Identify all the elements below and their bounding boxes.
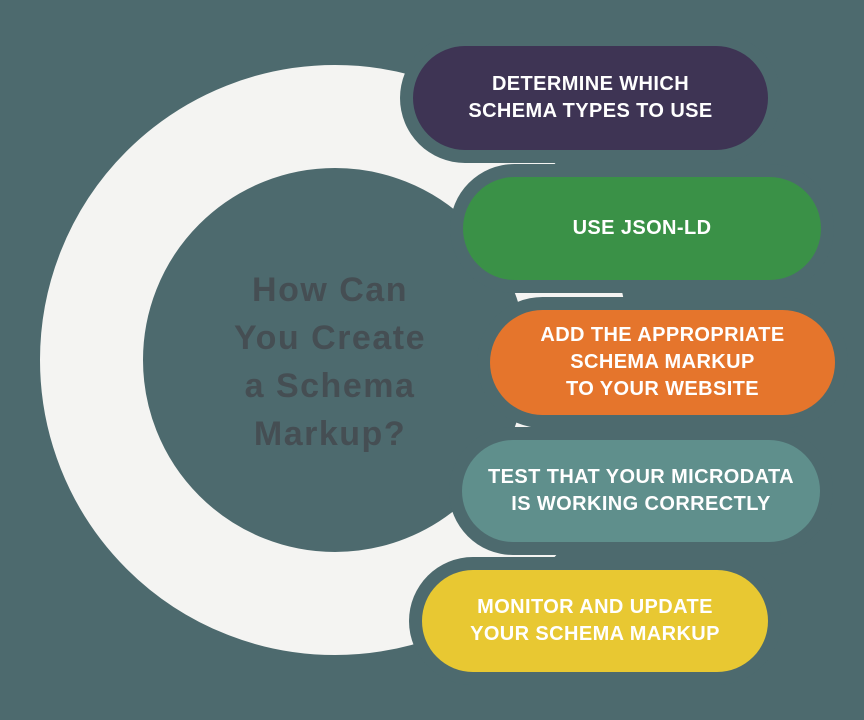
step-label-line: SCHEMA MARKUP <box>570 351 755 373</box>
title-line: Markup? <box>253 415 407 453</box>
step-label-line: MONITOR AND UPDATE <box>477 596 713 618</box>
infographic-title: How Can You Create a Schema Markup? <box>165 266 495 458</box>
step-label-line: ADD THE APPROPRIATE <box>540 324 785 346</box>
title-line: You Create <box>234 319 426 357</box>
step-pill-determine-schema-types: DETERMINE WHICH SCHEMA TYPES TO USE <box>413 46 768 150</box>
step-pill-monitor-update-markup: MONITOR AND UPDATE YOUR SCHEMA MARKUP <box>422 570 768 672</box>
step-label-line: USE JSON-LD <box>572 217 712 239</box>
step-label-line: YOUR SCHEMA MARKUP <box>470 623 720 645</box>
title-line: How Can <box>252 271 408 309</box>
step-label-line: IS WORKING CORRECTLY <box>511 493 771 515</box>
step-label-line: DETERMINE WHICH <box>491 73 690 95</box>
step-label-line: TO YOUR WEBSITE <box>565 378 760 400</box>
step-label-line: SCHEMA TYPES TO USE <box>468 100 713 122</box>
step-pill-test-microdata: TEST THAT YOUR MICRODATA IS WORKING CORR… <box>462 440 820 542</box>
title-line: a Schema <box>244 367 416 405</box>
step-pill-use-json-ld: USE JSON-LD <box>463 177 821 280</box>
step-label-line: TEST THAT YOUR MICRODATA <box>488 466 794 488</box>
step-pill-add-schema-markup: ADD THE APPROPRIATE SCHEMA MARKUP TO YOU… <box>490 310 835 415</box>
